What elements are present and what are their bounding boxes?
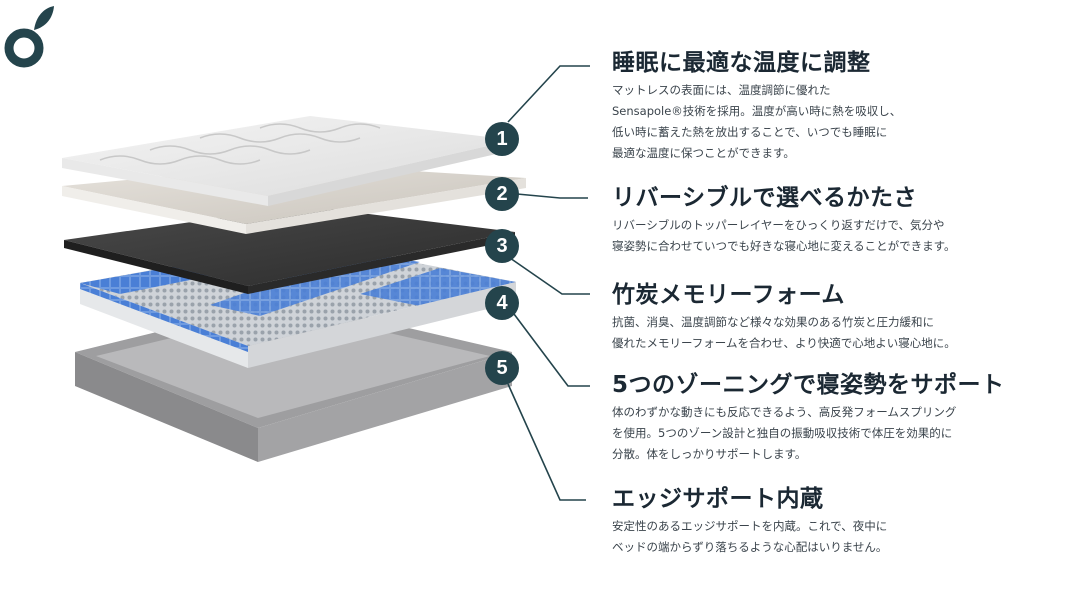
layer-2-callout: リバーシブルで選べるかたさ リバーシブルのトッパーレイヤーをひっくり返すだけで、… <box>612 183 1052 257</box>
layer-1-quilted-cover <box>62 116 514 206</box>
layer-4-title: 5つのゾーニングで寝姿勢をサポート <box>612 372 1005 398</box>
layer-5-description: 安定性のあるエッジサポートを内蔵。これで、夜中に ベッドの端からずり落ちるような… <box>612 519 888 554</box>
layer-3-title: 竹炭メモリーフォーム <box>612 282 845 308</box>
layer-3-charcoal-foam <box>64 206 515 294</box>
layer-2-number-badge: 2 <box>485 177 519 211</box>
layer-1-description: マットレスの表面には、温度調節に優れた Sensapole®技術を採用。温度が高… <box>612 83 902 160</box>
layer-2-title: リバーシブルで選べるかたさ <box>612 185 918 211</box>
layer-2-description: リバーシブルのトッパーレイヤーをひっくり返すだけで、気分や 寝姿勢に合わせていつ… <box>612 218 956 253</box>
layer-4-description: 体のわずかな動きにも反応できるよう、高反発フォームスプリング を使用。5つのゾー… <box>612 405 957 461</box>
layer-1-number-badge: 1 <box>485 122 519 156</box>
brand-o-leaf-logo-icon <box>4 6 54 68</box>
layer-3-number-badge: 3 <box>485 229 519 263</box>
layer-5-title: エッジサポート内蔵 <box>612 486 824 512</box>
layer-5-callout: エッジサポート内蔵 安定性のあるエッジサポートを内蔵。これで、夜中に ベッドの端… <box>612 484 1052 558</box>
layer-3-callout: 竹炭メモリーフォーム 抗菌、消臭、温度調節など様々な効果のある竹炭と圧力緩和に … <box>612 280 1052 354</box>
layer-3-description: 抗菌、消臭、温度調節など様々な効果のある竹炭と圧力緩和に 優れたメモリーフォーム… <box>612 315 956 350</box>
layer-4-callout: 5つのゾーニングで寝姿勢をサポート 体のわずかな動きにも反応できるよう、高反発フ… <box>612 370 1052 465</box>
layer-1-callout: 睡眠に最適な温度に調整 マットレスの表面には、温度調節に優れた Sensapol… <box>612 48 1052 164</box>
layer-4-number-badge: 4 <box>485 286 519 320</box>
layer-1-title: 睡眠に最適な温度に調整 <box>612 50 871 76</box>
leader-lines <box>507 65 590 501</box>
layer-5-number-badge: 5 <box>485 351 519 385</box>
